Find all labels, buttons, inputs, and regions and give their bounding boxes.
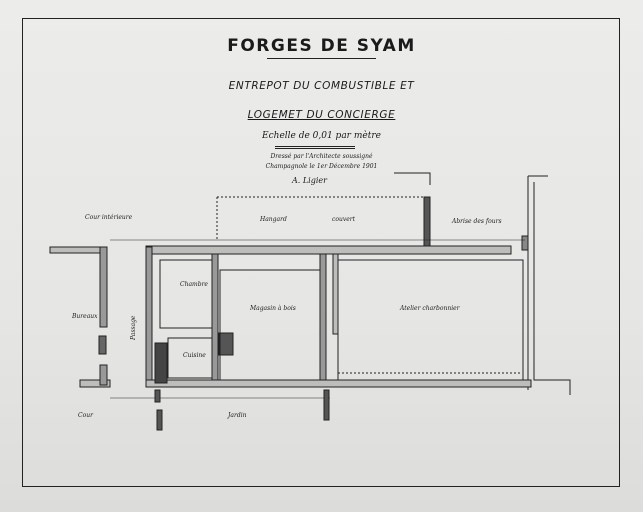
passage-left-wall: [145, 246, 153, 383]
window-left: [98, 335, 107, 355]
atelier-room: [337, 259, 524, 381]
hangard-right-wall: [423, 196, 431, 248]
bottom-stub-left: [154, 389, 161, 403]
label-hangard: Hangard: [260, 216, 287, 223]
bottom-wall: [145, 379, 532, 388]
interior-post: [332, 253, 339, 335]
subtitle-line-1: ENTREPOT DU COMBUSTIBLE ET: [228, 80, 415, 92]
top-right-marker: [394, 172, 431, 185]
chambre-right-wall: [211, 253, 219, 385]
bottom-left-wall: [79, 379, 111, 388]
label-passage: Passage: [130, 315, 137, 340]
label-cour-interieure: Cour intérieure: [85, 214, 133, 221]
date-credit: Champagnole le 1er Décembre 1901: [265, 163, 378, 170]
architect-credit: Dressé par l'Architecte soussigné: [270, 153, 373, 160]
subtitle-line-2: LOGEMET DU CONCIERGE: [247, 109, 396, 121]
label-bureaux: Bureaux: [72, 313, 98, 320]
label-cuisine: Cuisine: [183, 352, 206, 359]
magasin-room: [219, 269, 321, 381]
bureaux-right-wall: [99, 246, 108, 328]
label-jardin: Jardin: [228, 412, 247, 419]
scale-caption: Echelle de 0,01 par mètre: [262, 131, 381, 141]
left-entry-wall: [49, 246, 101, 254]
chambre-inner-box: [159, 259, 213, 329]
label-couvert: couvert: [332, 216, 356, 223]
label-magasin: Magasin à bois: [250, 305, 296, 312]
main-top-wall: [145, 245, 512, 255]
label-cour: Cour: [78, 412, 93, 419]
drawing-title: FORGES DE SYAM: [227, 36, 416, 56]
label-hangar-fours: Abrise des fours: [452, 218, 502, 225]
right-post: [521, 235, 529, 251]
label-chambre: Chambre: [180, 281, 208, 288]
bottom-stub-right: [323, 389, 330, 421]
architect-signature: A. Ligier: [292, 176, 327, 185]
stair-right: [218, 332, 234, 356]
title-underline: [267, 58, 376, 59]
bottom-stub-jardin: [156, 409, 163, 431]
drawing-frame: [22, 18, 620, 487]
cuisine-inner-box: [167, 337, 213, 379]
scale-bar: [275, 146, 355, 149]
stair-left: [154, 342, 168, 384]
label-atelier: Atelier charbonnier: [400, 305, 460, 312]
magasin-right-wall: [319, 253, 327, 385]
far-right-wall: [527, 175, 571, 395]
left-small-wall: [99, 364, 108, 386]
